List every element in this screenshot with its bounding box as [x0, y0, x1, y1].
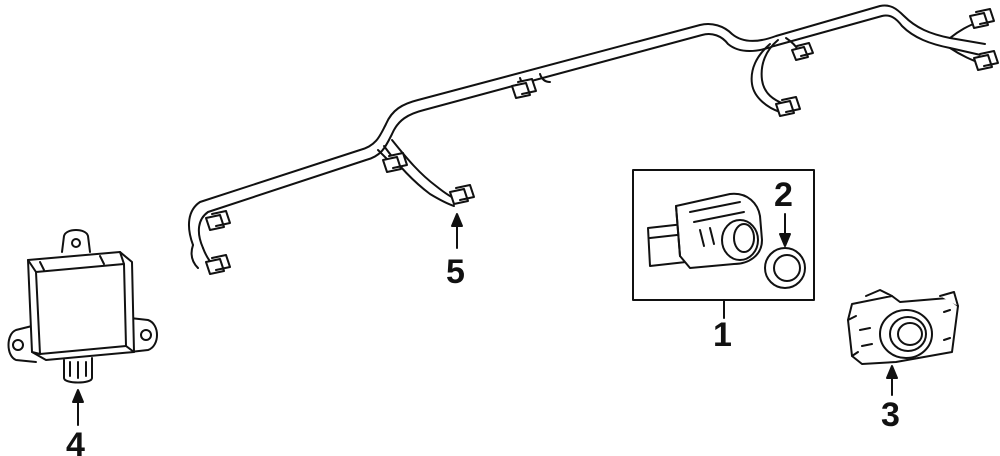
callout-3: 3 — [881, 365, 900, 434]
parking-sensor — [647, 192, 763, 269]
callout-label-1: 1 — [713, 316, 732, 354]
callout-2: 2 — [774, 176, 793, 247]
harness-trunk-upper — [187, 4, 986, 246]
harness-trunk-lower — [197, 14, 986, 249]
harness-branch-right-loop — [760, 39, 785, 105]
arrow-head-2 — [779, 233, 791, 247]
control-module — [7, 229, 158, 384]
callout-5: 5 — [446, 213, 465, 291]
arrow-head-5 — [451, 213, 463, 227]
callout-4: 4 — [66, 389, 85, 456]
callout-label-5: 5 — [446, 253, 465, 291]
sensor-detail-box — [632, 169, 815, 301]
harness-branch-right-loop-b — [750, 43, 781, 113]
sensor-holder-bracket — [847, 289, 959, 365]
wiring-harness — [187, 4, 999, 275]
retainer-ring — [764, 247, 806, 289]
arrow-head-3 — [886, 365, 898, 379]
callout-label-4: 4 — [66, 426, 85, 456]
callout-1: 1 — [713, 299, 732, 354]
harness-connectors — [205, 8, 999, 275]
callout-label-3: 3 — [881, 396, 900, 434]
arrow-head-4 — [72, 389, 84, 403]
callout-label-2: 2 — [774, 176, 793, 214]
